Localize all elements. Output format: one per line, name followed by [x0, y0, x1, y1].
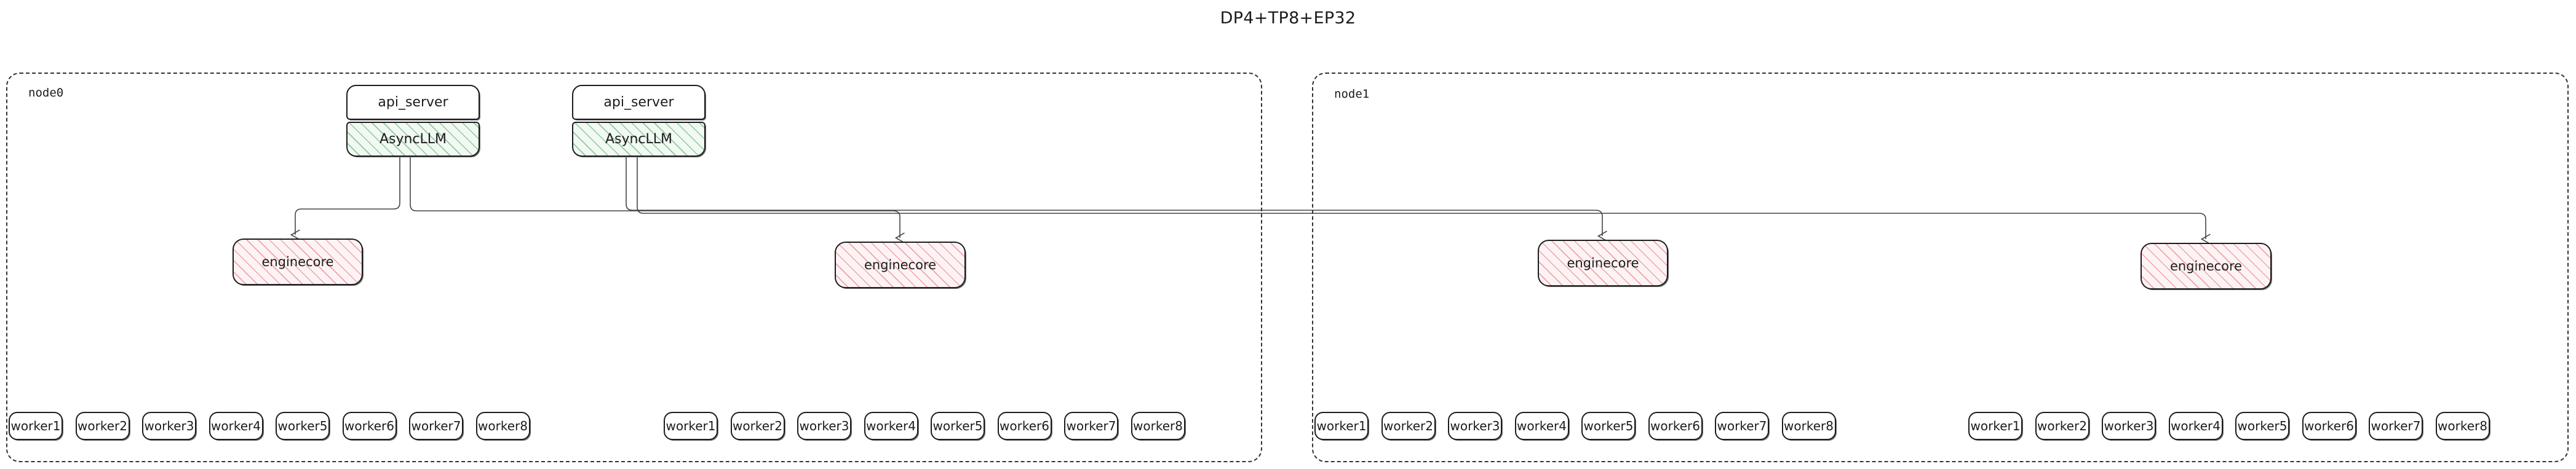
worker-box[interactable]: worker7	[1064, 412, 1118, 440]
worker-label: worker2	[2037, 419, 2087, 433]
worker-box[interactable]: worker7	[2369, 412, 2423, 440]
worker-label: worker8	[1133, 419, 1183, 433]
worker-box[interactable]: worker3	[1448, 412, 1502, 440]
worker-label: worker6	[344, 419, 394, 433]
worker-box[interactable]: worker2	[2035, 412, 2089, 440]
worker-label: worker3	[144, 419, 194, 433]
worker-box[interactable]: worker6	[997, 412, 1052, 440]
worker-box[interactable]: worker3	[2102, 412, 2156, 440]
worker-box[interactable]: worker3	[797, 412, 851, 440]
node-label: enginecore	[261, 254, 334, 269]
worker-label: worker6	[2304, 419, 2354, 433]
worker-label: worker3	[799, 419, 849, 433]
worker-box[interactable]: worker1	[9, 412, 63, 440]
worker-label: worker2	[1383, 419, 1433, 433]
worker-box[interactable]: worker1	[664, 412, 718, 440]
node-label: enginecore	[1567, 256, 1639, 270]
worker-label: worker6	[1650, 419, 1700, 433]
worker-label: worker4	[1517, 419, 1567, 433]
worker-box[interactable]: worker8	[1131, 412, 1185, 440]
worker-label: worker5	[277, 419, 328, 433]
worker-box[interactable]: worker8	[2435, 412, 2490, 440]
worker-box[interactable]: worker2	[730, 412, 785, 440]
worker-label: worker1	[1970, 419, 2021, 433]
worker-box[interactable]: worker6	[1648, 412, 1703, 440]
worker-box[interactable]: worker4	[2168, 412, 2223, 440]
worker-box[interactable]: worker4	[209, 412, 263, 440]
worker-label: worker3	[2104, 419, 2154, 433]
node-label: api_server	[603, 95, 674, 110]
worker-label: worker1	[666, 419, 716, 433]
worker-box[interactable]: worker7	[1715, 412, 1769, 440]
worker-label: worker5	[2237, 419, 2288, 433]
worker-label: worker3	[1450, 419, 1500, 433]
cluster-label-node1: node1	[1334, 87, 1370, 101]
worker-box[interactable]: worker3	[142, 412, 196, 440]
worker-label: worker8	[1784, 419, 1834, 433]
worker-label: worker4	[2171, 419, 2220, 433]
worker-box[interactable]: worker6	[2302, 412, 2356, 440]
worker-label: worker7	[411, 419, 461, 433]
worker-label: worker7	[2371, 419, 2421, 433]
worker-label: worker1	[1316, 419, 1367, 433]
node-ec3[interactable]: enginecore	[2141, 243, 2272, 290]
node-label: AsyncLLM	[379, 132, 447, 147]
worker-label: worker2	[78, 419, 127, 433]
node-label: api_server	[378, 95, 448, 110]
worker-box[interactable]: worker8	[1781, 412, 1836, 440]
worker-box[interactable]: worker2	[75, 412, 130, 440]
worker-box[interactable]: worker1	[1314, 412, 1369, 440]
worker-label: worker1	[10, 419, 61, 433]
worker-box[interactable]: worker4	[864, 412, 918, 440]
worker-label: worker4	[866, 419, 916, 433]
node-label: AsyncLLM	[605, 132, 673, 147]
worker-box[interactable]: worker5	[2235, 412, 2289, 440]
worker-label: worker5	[932, 419, 983, 433]
worker-label: worker6	[1000, 419, 1049, 433]
cluster-node0	[6, 73, 1262, 462]
worker-box[interactable]: worker4	[1514, 412, 1569, 440]
node-ec1[interactable]: enginecore	[835, 242, 966, 288]
node-ec2[interactable]: enginecore	[1538, 240, 1668, 286]
node-label: enginecore	[2169, 259, 2243, 274]
worker-label: worker8	[2438, 419, 2487, 433]
worker-label: worker2	[733, 419, 782, 433]
node-label: enginecore	[864, 258, 937, 272]
node-async0[interactable]: AsyncLLM	[346, 122, 480, 157]
worker-box[interactable]: worker8	[475, 412, 530, 440]
node-api0[interactable]: api_server	[346, 85, 480, 120]
worker-label: worker7	[1066, 419, 1116, 433]
node-api1[interactable]: api_server	[572, 85, 706, 120]
worker-box[interactable]: worker2	[1381, 412, 1436, 440]
worker-box[interactable]: worker1	[1968, 412, 2022, 440]
worker-label: worker5	[1583, 419, 1634, 433]
worker-box[interactable]: worker6	[342, 412, 397, 440]
worker-box[interactable]: worker5	[931, 412, 985, 440]
cluster-node1	[1312, 73, 2569, 462]
worker-box[interactable]: worker5	[1581, 412, 1636, 440]
worker-box[interactable]: worker5	[276, 412, 330, 440]
node-async1[interactable]: AsyncLLM	[572, 122, 706, 157]
worker-label: worker8	[478, 419, 528, 433]
worker-label: worker7	[1717, 419, 1767, 433]
worker-label: worker4	[211, 419, 261, 433]
node-ec0[interactable]: enginecore	[233, 238, 363, 285]
diagram-title: DP4+TP8+EP32	[1220, 9, 1356, 28]
cluster-label-node0: node0	[28, 86, 64, 100]
worker-box[interactable]: worker7	[409, 412, 463, 440]
